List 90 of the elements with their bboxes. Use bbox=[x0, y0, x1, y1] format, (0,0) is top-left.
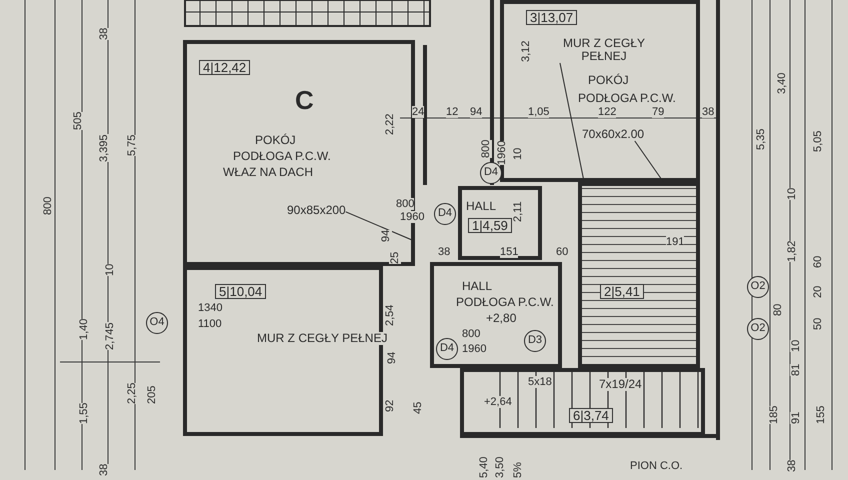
dimension-label: 3,395 bbox=[98, 134, 110, 162]
dimension-label: 205 bbox=[146, 386, 158, 404]
circled-mark: O2 bbox=[747, 276, 769, 298]
staircase-outline bbox=[460, 368, 705, 436]
dimension-label: 1,82 bbox=[786, 240, 798, 262]
dimension-label: 5,40 bbox=[478, 456, 490, 478]
room-area-tag: 4|12,42 bbox=[199, 60, 250, 75]
dimension-label: 800 bbox=[480, 140, 492, 158]
stair-spec: 7x19/24 bbox=[599, 378, 642, 391]
room-name: POKÓJ bbox=[255, 134, 296, 147]
dimension-label: 3,50 bbox=[494, 456, 506, 478]
room-name: POKÓJ bbox=[588, 74, 629, 87]
material-note: MUR Z CEGŁY PEŁNEJ bbox=[257, 332, 388, 345]
dimension-label: 81 bbox=[790, 364, 802, 376]
dimension-label: 38 bbox=[438, 246, 450, 258]
dimension-label: 79 bbox=[652, 106, 664, 118]
dimension-label: 2,25 bbox=[126, 382, 138, 404]
dimension-label: 38 bbox=[98, 464, 110, 476]
dimension-label: 1,55 bbox=[78, 402, 90, 424]
leader-line bbox=[345, 211, 412, 240]
room-name: HALL bbox=[462, 280, 492, 293]
room-area-tag: 6|3,74 bbox=[569, 408, 613, 423]
riser-note: PION C.O. bbox=[630, 460, 683, 472]
material-note: MUR Z CEGŁY PEŁNEJ bbox=[549, 37, 659, 63]
floor-note: PODŁOGA P.C.W. bbox=[456, 296, 554, 309]
level-mark: +2,80 bbox=[486, 312, 516, 325]
circled-mark: O2 bbox=[747, 318, 769, 340]
dimension-label: 12 bbox=[446, 106, 458, 118]
dimension-label: 800 bbox=[462, 328, 480, 340]
dimension-label: 191 bbox=[666, 236, 684, 248]
dimension-label: 1,05 bbox=[528, 106, 550, 118]
dimension-label: 1340 bbox=[198, 302, 222, 314]
circled-mark: O4 bbox=[146, 312, 168, 334]
dimension-label: 151 bbox=[500, 246, 518, 258]
dimension-label: 94 bbox=[470, 106, 482, 118]
dimension-label: 94 bbox=[380, 230, 392, 242]
dimension-label: 38 bbox=[98, 28, 110, 40]
dimension-label: 91 bbox=[790, 412, 802, 424]
dimension-label: 10 bbox=[786, 188, 798, 200]
dimension-label: 2,22 bbox=[384, 114, 396, 135]
dimension-label: 25 bbox=[389, 252, 401, 264]
room-area-tag: 5|10,04 bbox=[215, 284, 266, 299]
room-area-tag: 1|4,59 bbox=[468, 218, 512, 233]
dimension-label: 155 bbox=[815, 406, 827, 424]
dimension-label: 24 bbox=[412, 106, 424, 118]
dimension-label: 1960 bbox=[400, 211, 424, 223]
dimension-label: 2,745 bbox=[104, 322, 116, 350]
room-area-tag: 3|13,07 bbox=[526, 10, 578, 25]
dimension-label: 94 bbox=[386, 352, 398, 364]
circled-mark: D4 bbox=[434, 203, 456, 225]
dimension-label: 5% bbox=[512, 462, 524, 478]
dimension-label: 1100 bbox=[198, 318, 222, 330]
dimension-label: 185 bbox=[768, 406, 780, 424]
dimension-label: 2,54 bbox=[384, 304, 396, 326]
dimension-label: 38 bbox=[702, 106, 714, 118]
dimension-note: 70x60x2.00 bbox=[582, 128, 644, 141]
dimension-label: 80 bbox=[772, 304, 784, 316]
circled-mark: D3 bbox=[524, 330, 546, 352]
dimension-label: 60 bbox=[556, 246, 568, 258]
dimension-label: 92 bbox=[384, 400, 396, 412]
dimension-label: 5,05 bbox=[812, 130, 824, 152]
dimension-label: 10 bbox=[512, 148, 524, 160]
circled-mark: D4 bbox=[436, 338, 458, 360]
dimension-label: 1,40 bbox=[78, 318, 90, 340]
dimension-label: 122 bbox=[598, 106, 616, 118]
dimension-label: 60 bbox=[812, 256, 824, 268]
dimension-label: 10 bbox=[790, 340, 802, 352]
dimension-label: 5,75 bbox=[126, 134, 138, 156]
dimension-label: 800 bbox=[42, 196, 54, 215]
dimension-label: 20 bbox=[812, 286, 824, 298]
dimension-label: 45 bbox=[412, 402, 424, 414]
dimension-label: 5x18 bbox=[528, 376, 552, 388]
dimension-label: +2,64 bbox=[484, 396, 512, 408]
dimension-label: 3,40 bbox=[776, 72, 788, 94]
dimension-label: 5,35 bbox=[755, 128, 767, 150]
dimension-label: 1960 bbox=[496, 140, 508, 165]
room-note: WŁAZ NA DACH bbox=[223, 166, 314, 179]
dimension-label: 505 bbox=[72, 112, 84, 130]
dimension-label: 1960 bbox=[462, 343, 486, 355]
dimension-label: 3,12 bbox=[520, 40, 532, 62]
dimension-label: 2,11 bbox=[512, 201, 524, 222]
dimension-label: 50 bbox=[812, 318, 824, 330]
floor-note: PODŁOGA P.C.W. bbox=[233, 150, 331, 163]
floor-note: PODŁOGA P.C.W. bbox=[578, 92, 676, 105]
dimension-label: 38 bbox=[786, 460, 798, 472]
room-area-tag: 2|5,41 bbox=[600, 284, 644, 299]
dimension-note: 90x85x200 bbox=[287, 204, 346, 217]
dimension-label: 800 bbox=[396, 198, 414, 210]
room-name: HALL bbox=[466, 200, 496, 213]
dimension-label: 10 bbox=[104, 264, 116, 276]
